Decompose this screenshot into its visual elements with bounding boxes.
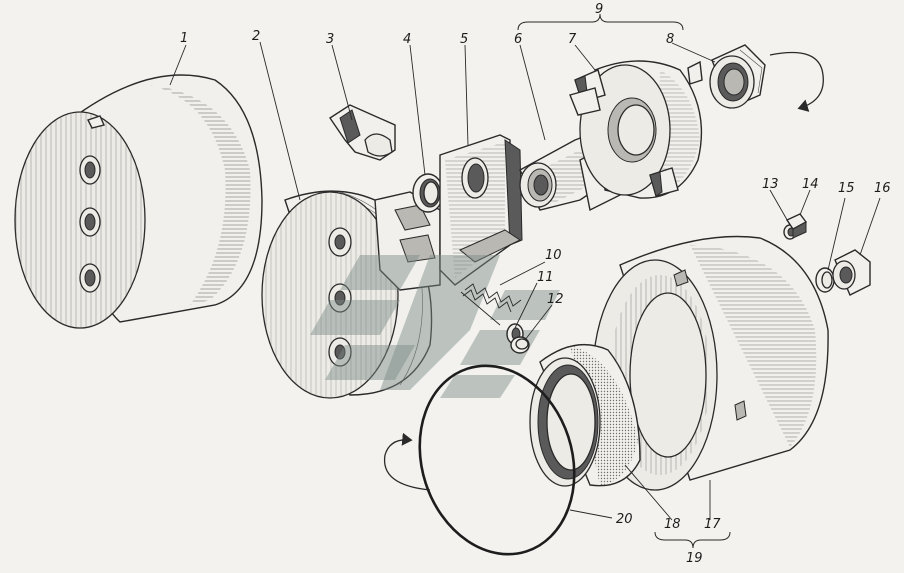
part-1-cover — [14, 74, 263, 329]
label-7: 7 — [568, 32, 577, 47]
part-20-o-ring — [418, 364, 576, 556]
part-3-key — [329, 104, 396, 161]
part-14-screw — [785, 213, 808, 239]
label-8: 8 — [666, 32, 674, 47]
part-7-flange — [569, 60, 703, 199]
part-8-bushing — [709, 44, 766, 109]
part-18-bearing-ring — [529, 343, 641, 487]
label-2: 2 — [252, 29, 260, 44]
label-16: 16 — [874, 181, 891, 196]
brace-9 — [517, 13, 684, 31]
part-12-cap — [510, 336, 530, 354]
label-11: 11 — [537, 270, 554, 285]
label-19: 19 — [686, 551, 703, 566]
label-5: 5 — [460, 32, 468, 47]
label-1: 1 — [180, 31, 188, 46]
label-20: 20 — [616, 512, 633, 527]
part-16-sleeve — [832, 249, 871, 296]
label-15: 15 — [838, 181, 855, 196]
label-17: 17 — [704, 517, 721, 532]
label-14: 14 — [802, 177, 819, 192]
brace-19 — [654, 531, 731, 549]
part-5-block — [439, 134, 523, 286]
leader-lines — [169, 41, 881, 521]
label-18: 18 — [664, 517, 681, 532]
label-6: 6 — [514, 32, 522, 47]
part-4-ring — [412, 173, 444, 213]
watermark-logo — [310, 255, 560, 398]
label-13: 13 — [762, 177, 779, 192]
part-labels: 1 2 3 4 5 6 7 8 9 10 11 12 13 14 15 16 1… — [180, 2, 891, 566]
part-15-snap-ring — [815, 267, 835, 293]
label-9: 9 — [595, 2, 603, 17]
label-4: 4 — [403, 32, 411, 47]
label-3: 3 — [326, 32, 334, 47]
part-10-spring — [460, 283, 522, 326]
label-10: 10 — [545, 248, 562, 263]
label-12: 12 — [547, 292, 564, 307]
part-2-disc — [261, 190, 441, 399]
